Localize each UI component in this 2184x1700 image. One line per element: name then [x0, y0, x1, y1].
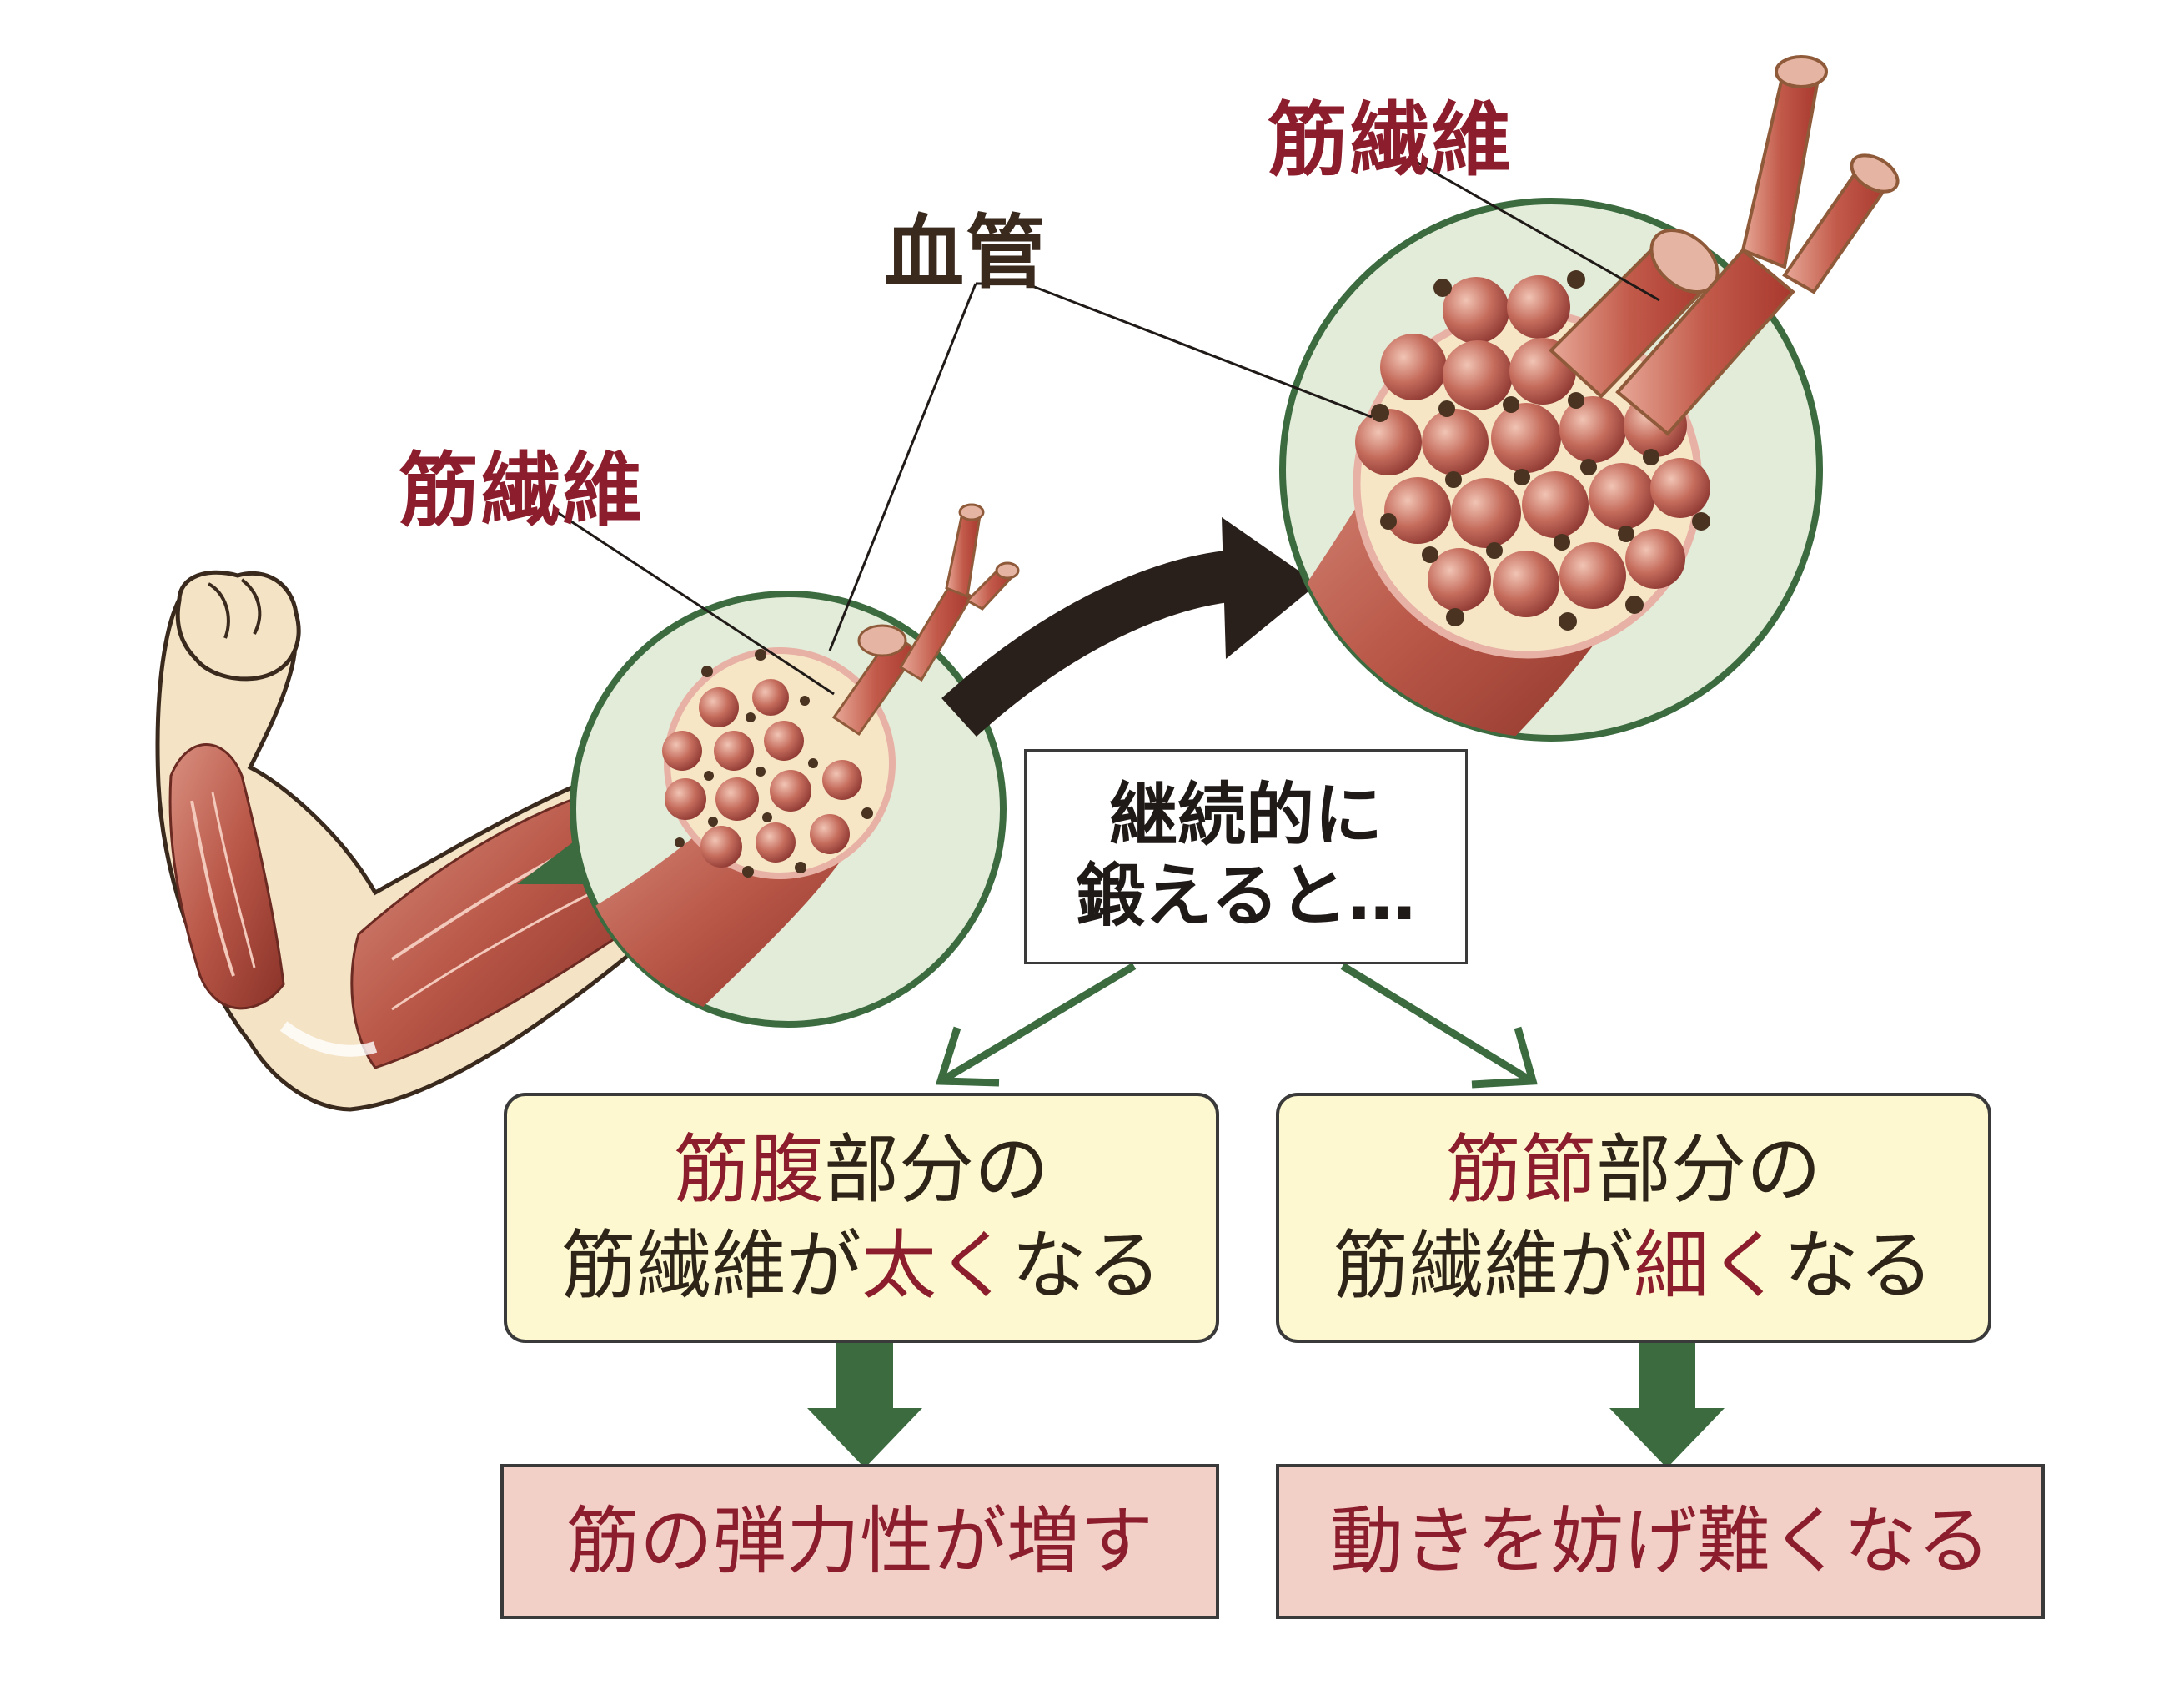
- belly-line-1: 筋腹部分の: [674, 1122, 1049, 1218]
- fist-icon: [175, 570, 301, 682]
- result-arrows: [807, 1343, 1725, 1468]
- belly-line-2-b: なる: [1012, 1222, 1162, 1310]
- progress-arrow: [941, 517, 1318, 737]
- belly-line-2: 筋繊維が太くなる: [561, 1218, 1162, 1314]
- condition-box: 継続的に 鍛えると…: [1024, 749, 1468, 964]
- label-muscle-fiber-large: 筋繊維: [1268, 93, 1513, 187]
- zoom-pointer: [517, 834, 588, 884]
- arm-illustration: [155, 570, 636, 1112]
- belly-line-1-rest: 部分の: [824, 1125, 1049, 1214]
- zoom-circle-large: [1279, 55, 1900, 742]
- condition-line-1: 継続的に: [1108, 776, 1383, 856]
- condition-line-2: 鍛えると…: [1076, 857, 1416, 936]
- joint-line-2-b: なる: [1784, 1222, 1934, 1310]
- branch-arrows: [935, 963, 1538, 1089]
- belly-line-2-a: 筋繊維が: [561, 1222, 861, 1310]
- joint-line-1: 筋節部分の: [1446, 1122, 1821, 1218]
- label-muscle-fiber-small: 筋繊維: [399, 444, 644, 537]
- belly-term: 筋腹: [674, 1125, 824, 1214]
- label-blood-vessel: 血管: [884, 206, 1047, 299]
- result-box-movement: 動きを妨げ難くなる: [1276, 1464, 2045, 1619]
- leader-lines: [554, 161, 1660, 696]
- joint-change: 細く: [1634, 1222, 1784, 1310]
- joint-term: 筋節: [1446, 1125, 1596, 1214]
- belly-change: 太く: [861, 1222, 1012, 1310]
- belly-fiber-box: 筋腹部分の 筋繊維が太くなる: [504, 1093, 1219, 1343]
- joint-line-2-a: 筋繊維が: [1333, 1222, 1634, 1310]
- zoom-circle-small: [570, 503, 1020, 1028]
- joint-line-2: 筋繊維が細くなる: [1333, 1218, 1934, 1314]
- joint-fiber-box: 筋節部分の 筋繊維が細くなる: [1276, 1093, 1991, 1343]
- joint-line-1-rest: 部分の: [1596, 1125, 1821, 1214]
- result-box-elasticity: 筋の弾力性が増す: [500, 1464, 1219, 1619]
